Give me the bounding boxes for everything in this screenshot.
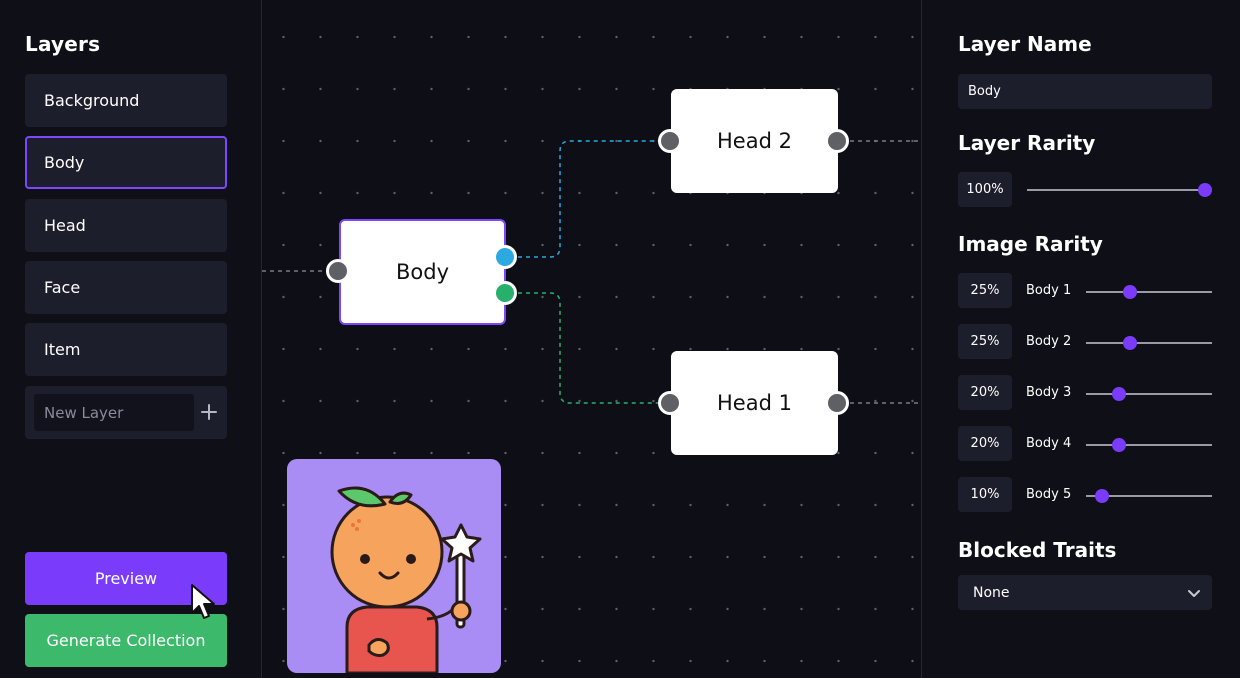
generate-collection-label: Generate Collection	[46, 631, 206, 650]
wire-body-to-head2	[518, 140, 660, 258]
head1-input-port[interactable]	[658, 391, 682, 415]
image-rarity-slider-body5[interactable]	[1086, 489, 1212, 503]
image-rarity-name: Body 1	[1026, 283, 1072, 298]
layer-item-background[interactable]: Background	[25, 74, 227, 127]
blocked-traits-select[interactable]: None	[958, 575, 1212, 610]
layer-item-label: Background	[44, 91, 140, 110]
image-rarity-pct: 10%	[958, 477, 1012, 512]
mouse-cursor-icon	[191, 584, 215, 619]
node-head1[interactable]: Head 1	[671, 351, 838, 455]
node-canvas[interactable]: Body Head 2 Head 1	[262, 0, 921, 678]
node-head1-label: Head 1	[717, 391, 792, 415]
layer-name-title: Layer Name	[958, 32, 1092, 56]
slider-thumb[interactable]	[1095, 489, 1110, 503]
slider-thumb[interactable]	[1198, 183, 1212, 197]
image-rarity-pct: 25%	[958, 273, 1012, 308]
image-rarity-pct: 20%	[958, 426, 1012, 461]
generate-collection-button[interactable]: Generate Collection	[25, 614, 227, 667]
slider-thumb[interactable]	[1123, 285, 1138, 299]
head2-output-port[interactable]	[825, 129, 849, 153]
plus-icon[interactable]	[197, 399, 221, 425]
orange-character-icon	[330, 486, 482, 673]
new-layer-row	[25, 386, 227, 439]
image-rarity-slider-body1[interactable]	[1086, 285, 1212, 299]
node-head2-label: Head 2	[717, 129, 792, 153]
preview-button[interactable]: Preview	[25, 552, 227, 605]
wire-body-to-head1	[518, 292, 660, 404]
layer-item-label: Body	[44, 153, 85, 172]
image-rarity-name: Body 5	[1026, 487, 1072, 502]
connection-wires	[262, 140, 921, 404]
slider-thumb[interactable]	[1111, 387, 1126, 401]
layer-item-label: Face	[44, 278, 81, 297]
layer-item-face[interactable]: Face	[25, 261, 227, 314]
image-rarity-slider-body4[interactable]	[1086, 438, 1212, 452]
slider-thumb[interactable]	[1111, 438, 1126, 452]
layer-item-body[interactable]: Body	[25, 136, 227, 189]
new-layer-input[interactable]	[34, 394, 194, 431]
layers-title: Layers	[25, 32, 101, 56]
image-rarity-name: Body 3	[1026, 385, 1072, 400]
layer-item-label: Head	[44, 216, 86, 235]
properties-panel: Layer Name Layer Rarity 100% Image Rarit…	[921, 0, 1240, 678]
body-input-port[interactable]	[326, 259, 350, 283]
layer-item-item[interactable]: Item	[25, 323, 227, 376]
layer-rarity-slider[interactable]	[1027, 183, 1212, 197]
body-output-port-blue[interactable]	[493, 245, 517, 269]
slider-thumb[interactable]	[1123, 336, 1138, 350]
image-rarity-name: Body 4	[1026, 436, 1072, 451]
layer-rarity-title: Layer Rarity	[958, 131, 1096, 155]
image-rarity-title: Image Rarity	[958, 232, 1103, 256]
head1-output-port[interactable]	[825, 391, 849, 415]
node-body-label: Body	[395, 260, 449, 284]
layer-rarity-value: 100%	[958, 172, 1012, 207]
layers-panel: Layers Background Body Head Face Item Pr…	[0, 0, 262, 678]
plus-icon-glyph	[201, 404, 217, 420]
layer-name-input[interactable]	[958, 74, 1212, 109]
node-head2[interactable]: Head 2	[671, 89, 838, 193]
node-body[interactable]: Body	[339, 219, 506, 325]
image-rarity-slider-body2[interactable]	[1086, 336, 1212, 350]
image-rarity-pct: 25%	[958, 324, 1012, 359]
image-rarity-name: Body 2	[1026, 334, 1072, 349]
preview-image	[287, 459, 501, 673]
image-rarity-pct: 20%	[958, 375, 1012, 410]
layer-item-head[interactable]: Head	[25, 199, 227, 252]
image-rarity-slider-body3[interactable]	[1086, 387, 1212, 401]
chevron-down-icon	[1188, 590, 1200, 597]
preview-button-label: Preview	[94, 569, 158, 588]
blocked-traits-title: Blocked Traits	[958, 538, 1117, 562]
head2-input-port[interactable]	[658, 129, 682, 153]
blocked-traits-value: None	[973, 584, 1010, 601]
body-output-port-green[interactable]	[493, 281, 517, 305]
layer-item-label: Item	[44, 340, 81, 359]
